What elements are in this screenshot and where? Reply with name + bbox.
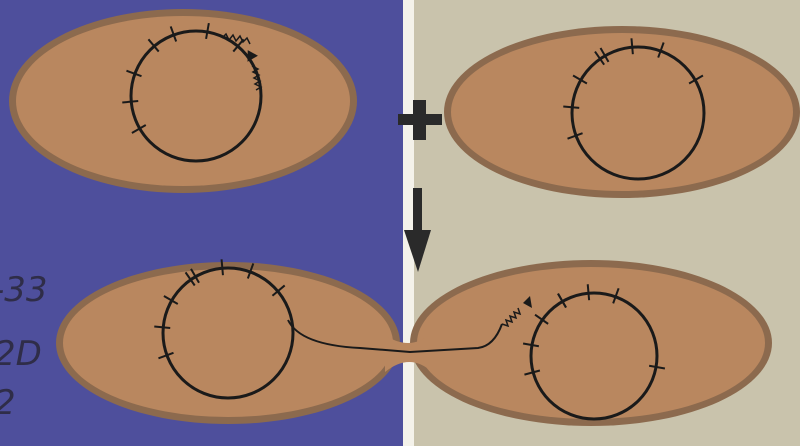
handwriting-line-1: -33 (0, 270, 48, 310)
ring-tick-mark (588, 284, 589, 300)
handwriting-line-2: 2D (0, 334, 42, 374)
ring-tick-mark (154, 327, 170, 328)
ring-tick-mark (563, 106, 579, 107)
recipient-cell (444, 26, 800, 198)
handwriting-line-3: 2 (0, 383, 16, 423)
donor-cell (9, 9, 357, 193)
ring-tick-mark (222, 259, 223, 275)
divider-line (403, 0, 414, 446)
ring-tick-mark (631, 38, 632, 54)
ring-tick-mark (122, 101, 138, 102)
